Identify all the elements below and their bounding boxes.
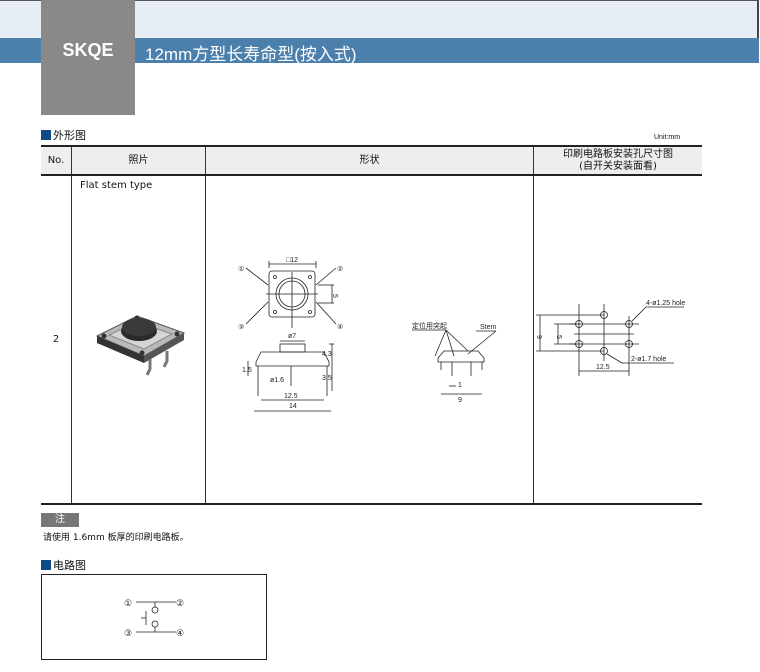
pcb-dim-9: 9 [535,335,542,339]
dim-9: 9 [458,397,462,404]
section-marker-icon [41,130,51,140]
outline-table: No. 照片 形状 印刷电路板安装孔尺寸图(自开关安装面看) 2 Flat st… [41,145,702,505]
col-shape: 形状 [205,145,534,176]
table-header-row: No. 照片 形状 印刷电路板安装孔尺寸图(自开关安装面看) [41,145,702,176]
section-title: 外形图 [53,129,86,142]
dim-5: 5 [331,294,338,298]
locating-boss-label: 定位用突起 [412,321,447,330]
circuit-pin-1: ① [124,598,132,608]
pin-4-label: ④ [337,323,343,331]
circuit-pin-3: ③ [124,628,132,638]
photo-caption: Flat stem type [80,180,153,191]
hole-2-label: 2-ø1.7 hole [631,356,667,363]
dim-12-5: 12.5 [284,393,298,400]
dim-phi7: ø7 [288,333,296,340]
dim-14: 14 [289,403,297,410]
pcb-layout-drawing: 9 5 12.5 4-ø1.25 hole 2-ø1.7 hole [535,300,685,376]
switch-photo [95,315,186,376]
col-pcb: 印刷电路板安装孔尺寸图(自开关安装面看) [533,145,702,176]
pcb-dim-12-5: 12.5 [596,364,610,371]
model-name: SKQE [62,40,114,60]
dim-phi1-6: ø1.6 [270,377,284,384]
section-marker-icon [41,560,51,570]
dim-1: 1 [458,382,462,389]
hole-4-label: 4-ø1.25 hole [646,300,685,307]
circuit-section-heading: 电路图 [41,557,86,573]
circuit-schematic: ① ② ③ ④ [124,598,184,638]
note-label: 注 [41,513,79,527]
pin-2-label: ② [337,265,343,273]
dim-4-3: 4.3 [322,351,332,358]
shape-cell: □12 ① ② ③ ④ 5 ø7 4.3 [205,175,534,505]
section-title: 电路图 [53,559,86,572]
col-pcb-line2: (自开关安装面看) [579,160,657,172]
shape-drawing: □12 ① ② ③ ④ 5 ø7 4.3 [238,257,497,412]
note-text: 请使用 1.6mm 板厚的印刷电路板。 [43,533,189,543]
col-pcb-line1: 印刷电路板安装孔尺寸图 [563,148,673,160]
dim-1-5: 1.5 [242,367,252,374]
circuit-pin-4: ④ [176,628,184,638]
stem-label: Stem [480,324,497,331]
row-no: 2 [41,175,72,505]
pin-3-label: ③ [238,323,244,331]
col-photo: 照片 [71,145,206,176]
circuit-diagram: ① ② ③ ④ [41,574,267,660]
unit-label: Unit:mm [654,134,681,141]
dim-square-12: □12 [286,257,298,264]
circuit-pin-2: ② [176,598,184,608]
pin-1-label: ① [238,265,244,273]
photo-cell: Flat stem type [71,175,206,505]
table-row: 2 Flat stem type □12 [41,175,702,505]
pcb-dim-5: 5 [555,335,562,339]
page-title: 12mm方型长寿命型(按入式) [145,45,357,64]
dim-3-5: 3.5 [322,375,332,382]
col-no: No. [41,145,72,176]
pcb-cell: 9 5 12.5 4-ø1.25 hole 2-ø1.7 hole [533,175,702,505]
outline-section-heading: 外形图 [41,127,86,143]
model-tab [41,0,135,115]
